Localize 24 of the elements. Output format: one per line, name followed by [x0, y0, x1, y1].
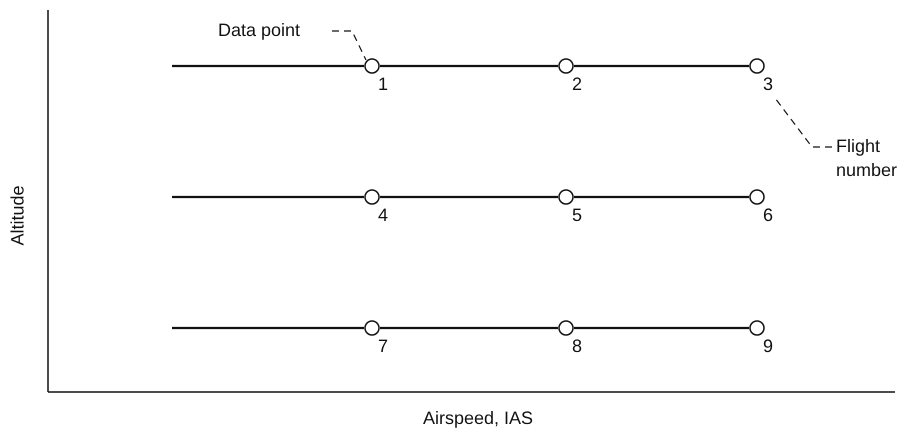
flight-number: 7	[378, 336, 388, 356]
flight-number: 8	[572, 336, 582, 356]
flight-line	[172, 326, 364, 330]
leader-line	[774, 98, 832, 148]
flight-number: 2	[572, 74, 582, 94]
flight-line	[380, 64, 558, 68]
callout-text: Data point	[218, 18, 328, 42]
axis-label: Altitude	[8, 184, 29, 246]
flight-number: 9	[763, 336, 774, 356]
flight-line	[380, 196, 558, 198]
flight-line	[172, 64, 364, 68]
flight-number: 1	[378, 74, 388, 94]
flight-number: 6	[763, 205, 774, 225]
flight-line	[574, 64, 749, 68]
flight-line	[380, 326, 558, 330]
flight-number: 3	[763, 74, 774, 94]
callout-text: Flight number	[836, 134, 916, 182]
flight-line	[574, 196, 749, 198]
flight-number: 4	[378, 205, 388, 225]
flight-number: 5	[572, 205, 582, 225]
flight-line	[172, 196, 364, 198]
axis-label: Airspeed, IAS	[423, 408, 534, 428]
leader-line	[332, 30, 367, 60]
flight-line	[574, 326, 749, 330]
